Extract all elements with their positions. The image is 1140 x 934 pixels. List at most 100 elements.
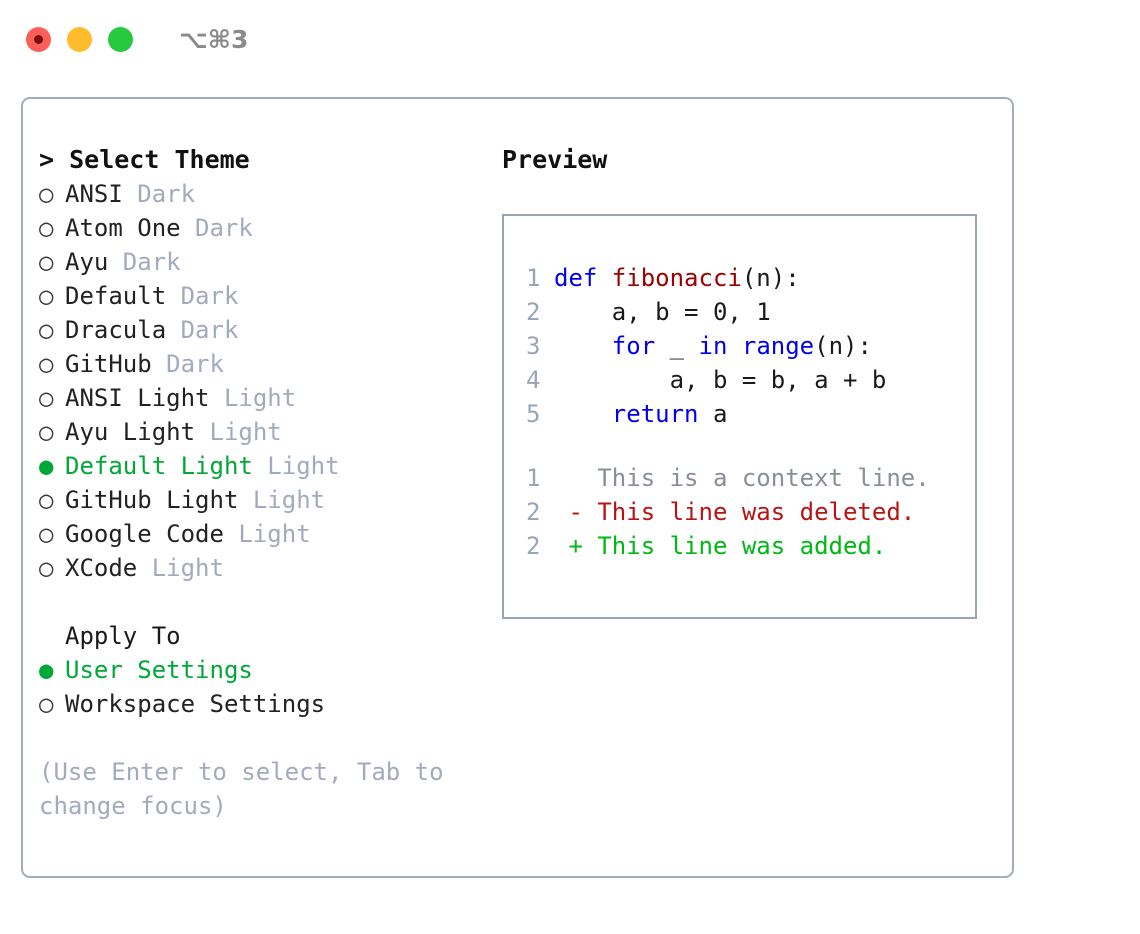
apply-to-option-user-settings[interactable]: ● User Settings [39, 653, 489, 687]
theme-option-label: GitHub [65, 350, 152, 378]
theme-option-label: Ayu [65, 248, 109, 276]
code-line-number: 3 [526, 332, 541, 360]
theme-option-google-code[interactable]: ○Google Code Light [39, 517, 489, 551]
code-token: a, b = b, a + b [554, 366, 887, 394]
apply-to-option-label: Workspace Settings [65, 690, 326, 718]
theme-option-label: Ayu Light [65, 418, 196, 446]
code-token [727, 332, 741, 360]
theme-option-kind: Dark [180, 214, 253, 242]
theme-option-label: Default [65, 282, 167, 310]
close-icon [34, 34, 43, 44]
theme-option-label: Atom One [65, 214, 181, 242]
code-line: 4 a, b = b, a + b [526, 363, 975, 397]
radio-unselected-icon: ○ [39, 214, 54, 242]
code-token: def [554, 264, 612, 292]
theme-option-kind: Light [209, 384, 297, 412]
theme-option-label: ANSI [65, 180, 123, 208]
diff-line-text: - This line was deleted. [554, 498, 916, 526]
theme-option-github-light[interactable]: ○GitHub Light Light [39, 483, 489, 517]
traffic-light-group [26, 26, 133, 52]
theme-option-label: ANSI Light [65, 384, 210, 412]
theme-option-kind: Dark [166, 282, 239, 310]
theme-option-ayu-light[interactable]: ○ Ayu Light Light [39, 415, 489, 449]
code-line: 2 a, b = 0, 1 [526, 295, 975, 329]
radio-unselected-icon: ○ [39, 350, 54, 378]
radio-unselected-icon: ○ [39, 690, 54, 718]
radio-unselected-icon: ○ [39, 384, 54, 412]
code-line: 5 return a [526, 397, 975, 431]
diff-line: 2 - This line was deleted. [526, 495, 975, 529]
theme-option-label: Google Code [65, 520, 224, 548]
code-token: (n): [741, 264, 800, 292]
code-token: for [611, 332, 656, 360]
close-window-button[interactable] [26, 26, 51, 52]
diff-line-number: 1 [526, 464, 541, 492]
diff-line: 2 + This line was added. [526, 529, 975, 563]
theme-option-kind: Dark [166, 316, 239, 344]
minimize-window-button[interactable] [67, 26, 92, 52]
theme-option-label: GitHub Light [65, 486, 239, 514]
theme-list: ○ ANSI Dark ○ Atom One Dark ○ Ayu Dark ○ Defaul… [39, 177, 489, 585]
window-titlebar: ⌥⌘3 [0, 0, 1140, 78]
apply-to-option-label: User Settings [65, 656, 253, 684]
radio-selected-icon: ● [39, 656, 54, 684]
code-token: a [698, 400, 728, 428]
diff-sample: 1 This is a context line.2 - This line w… [526, 461, 975, 563]
theme-option-xcode[interactable]: ○XCode Light [39, 551, 489, 585]
radio-selected-icon: ● [39, 452, 54, 480]
radio-unselected-icon: ○ [39, 282, 54, 310]
theme-selector-panel: > Select Theme ○ANSI Dark○Atom One Dark○… [21, 97, 1014, 878]
radio-unselected-icon: ○ [39, 248, 54, 276]
code-token: _ [655, 332, 699, 360]
theme-option-dracula[interactable]: ○ Dracula Dark [39, 313, 489, 347]
theme-option-kind: Dark [108, 248, 181, 276]
theme-option-kind: Light [195, 418, 282, 446]
theme-list-column: > Select Theme ○ANSI Dark○Atom One Dark○… [39, 143, 489, 823]
preview-gap [526, 431, 975, 461]
radio-unselected-icon: ○ [39, 180, 54, 208]
theme-option-kind: Light [252, 452, 340, 480]
theme-option-label: Dracula [65, 316, 167, 344]
code-line-number: 2 [526, 298, 541, 326]
theme-option-ansi[interactable]: ○ ANSI Dark [39, 177, 489, 211]
select-theme-header: > Select Theme [39, 145, 250, 174]
theme-option-atom-one[interactable]: ○ Atom One Dark [39, 211, 489, 245]
theme-option-ansi-light[interactable]: ○ ANSI Light Light [39, 381, 489, 415]
theme-option-kind: Dark [151, 350, 224, 378]
maximize-window-button[interactable] [108, 26, 133, 52]
radio-unselected-icon: ○ [39, 418, 54, 446]
theme-option-default[interactable]: ○ Default Dark [39, 279, 489, 313]
code-line-number: 1 [526, 264, 541, 292]
code-line-number: 4 [526, 366, 541, 394]
code-token: return [611, 400, 699, 428]
diff-line-text: This is a context line. [554, 464, 930, 492]
diff-line-number: 2 [526, 498, 541, 526]
theme-option-kind: Light [223, 520, 311, 548]
radio-unselected-icon: ○ [39, 316, 54, 344]
list-spacer [39, 585, 489, 619]
diff-line-text: + This line was added. [554, 532, 887, 560]
code-token: in [698, 332, 728, 360]
apply-to-list: ● User Settings ○ Workspace Settings [39, 653, 489, 721]
theme-option-default-light[interactable]: ●Default Light Light [39, 449, 489, 483]
code-line-number: 5 [526, 400, 541, 428]
code-token: (n): [814, 332, 872, 360]
theme-option-kind: Light [137, 554, 224, 582]
diff-line: 1 This is a context line. [526, 461, 975, 495]
diff-line-number: 2 [526, 532, 541, 560]
apply-to-option-workspace-settings[interactable]: ○ Workspace Settings [39, 687, 489, 721]
theme-option-label: XCode [65, 554, 138, 582]
keyboard-shortcut-label: ⌥⌘3 [179, 24, 249, 54]
theme-option-github[interactable]: ○ GitHub Dark [39, 347, 489, 381]
theme-option-kind: Dark [122, 180, 196, 208]
code-token: range [741, 332, 815, 360]
code-token [554, 332, 612, 360]
apply-to-header: Apply To [65, 622, 181, 650]
theme-option-ayu[interactable]: ○ Ayu Dark [39, 245, 489, 279]
code-token [554, 400, 612, 428]
